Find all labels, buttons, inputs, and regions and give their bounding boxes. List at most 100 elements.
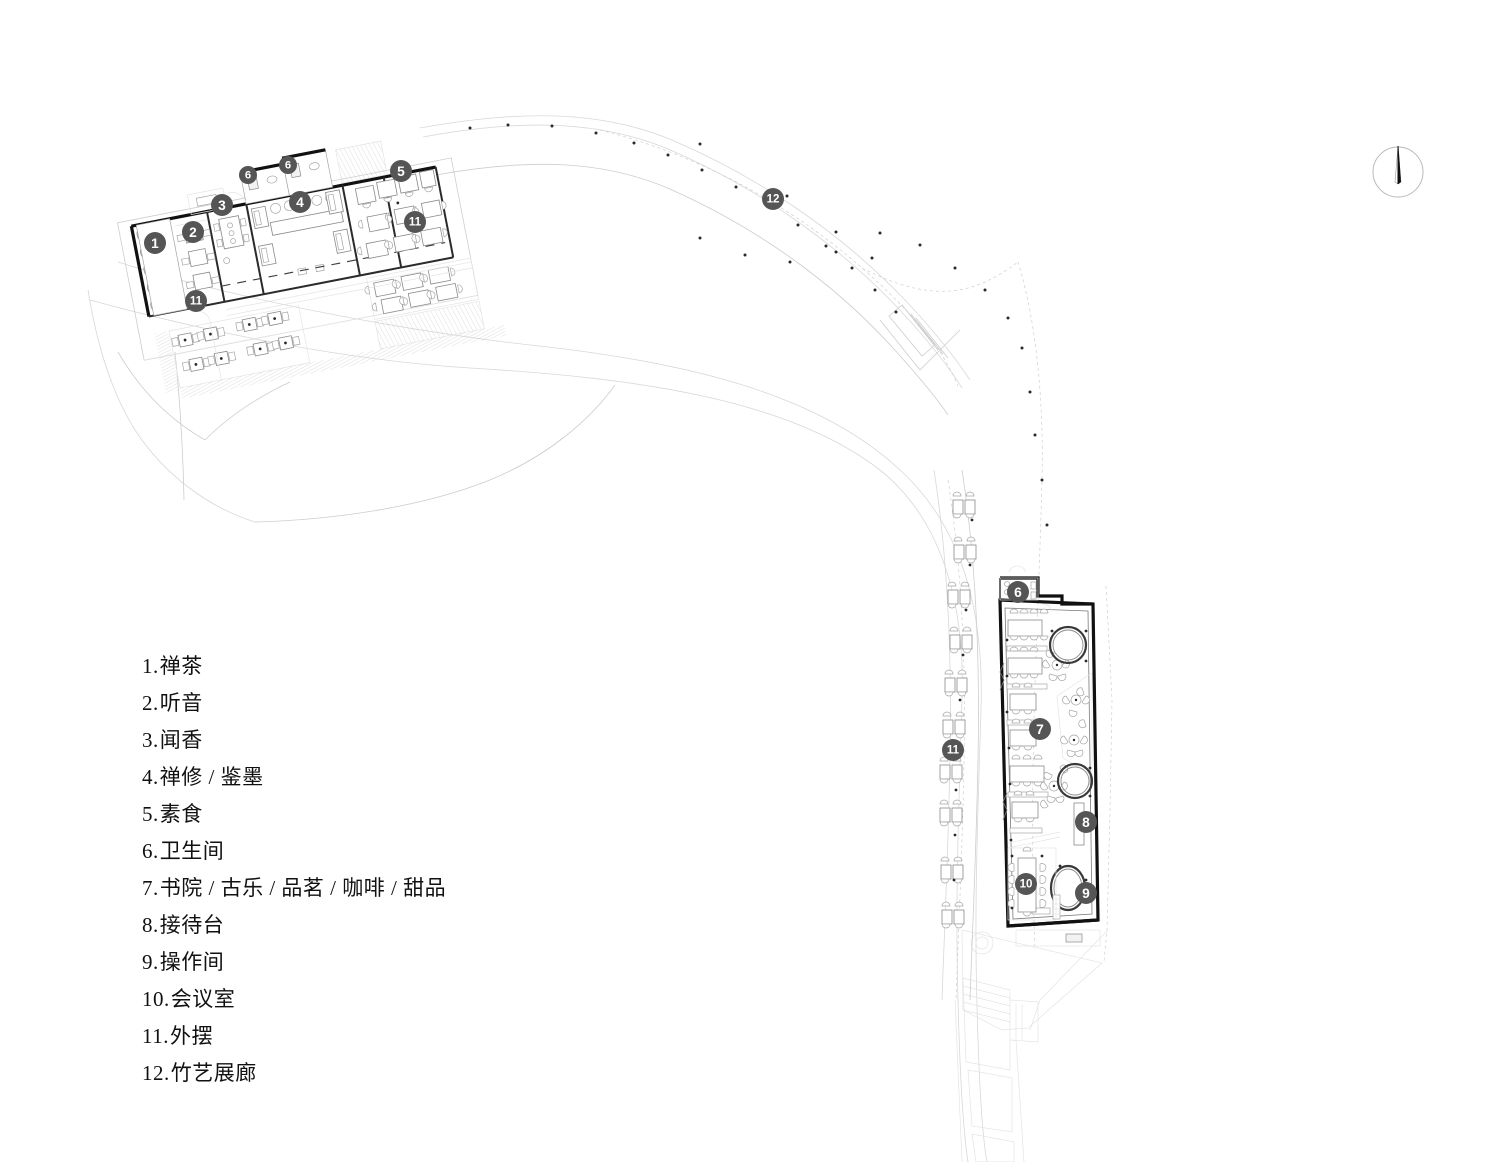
- room-marker-12: 12: [762, 188, 784, 210]
- legend-item-label: 书院 / 古乐 / 品茗 / 咖啡 / 甜品: [159, 876, 447, 900]
- legend-item-number: 8.: [142, 913, 159, 937]
- legend-item-label: 外摆: [169, 1024, 213, 1048]
- marker-disc: [144, 232, 166, 254]
- legend-item: 4.禅修 / 鉴墨: [142, 767, 562, 804]
- room-marker-11: 11: [942, 739, 964, 761]
- legend-item-label: 会议室: [170, 987, 236, 1011]
- room-marker-4: 4: [289, 191, 311, 213]
- room-10-meeting: [1007, 831, 1061, 921]
- marker-number: 6: [1014, 585, 1022, 600]
- room-marker-1: 1: [144, 232, 166, 254]
- marker-disc: [239, 166, 257, 184]
- legend-item-label: 接待台: [159, 913, 225, 937]
- legend-item-number: 7.: [142, 876, 159, 900]
- legend-item-number: 4.: [142, 765, 159, 789]
- room-marker-3: 3: [211, 194, 233, 216]
- marker-number: 11: [190, 296, 203, 308]
- legend-item-label: 闻香: [159, 728, 203, 752]
- marker-disc: [404, 211, 426, 233]
- south-stairs: [954, 929, 1103, 1162]
- legend-item: 7.书院 / 古乐 / 品茗 / 咖啡 / 甜品: [142, 878, 562, 915]
- room-marker-6: 6: [239, 166, 257, 184]
- room-5-vegetarian: [354, 169, 448, 259]
- legend-item: 5.素食: [142, 804, 562, 841]
- marker-disc: [1029, 718, 1051, 740]
- room-marker-2: 2: [182, 221, 204, 243]
- room-marker-6: 6: [279, 156, 297, 174]
- legend-item: 9.操作间: [142, 952, 562, 989]
- marker-number: 4: [296, 195, 304, 210]
- legend-item-number: 5.: [142, 802, 159, 826]
- legend-item: 3.闻香: [142, 730, 562, 767]
- round-skylight-north: [1048, 625, 1088, 665]
- north-arrow: [1366, 140, 1430, 204]
- marker-disc: [185, 290, 207, 312]
- marker-number: 11: [409, 217, 422, 229]
- legend-item-number: 1.: [142, 654, 159, 678]
- marker-disc: [942, 739, 964, 761]
- room-7-study-lounge: [1005, 608, 1094, 912]
- legend-item: 10.会议室: [142, 989, 562, 1026]
- marker-number: 12: [767, 194, 780, 206]
- marker-disc: [1075, 811, 1097, 833]
- marker-number: 6: [245, 170, 251, 182]
- marker-disc: [1075, 882, 1097, 904]
- marker-number: 8: [1082, 815, 1090, 830]
- room-marker-10: 10: [1015, 873, 1037, 895]
- room-marker-8: 8: [1075, 811, 1097, 833]
- legend-item-label: 操作间: [159, 950, 225, 974]
- legend-item: 11.外摆: [142, 1026, 562, 1063]
- legend-item-label: 听音: [159, 691, 203, 715]
- room-marker-5: 5: [390, 160, 412, 182]
- legend-item-number: 3.: [142, 728, 159, 752]
- terrace-11-east: [364, 257, 480, 320]
- marker-number: 2: [189, 225, 197, 240]
- marker-disc: [762, 188, 784, 210]
- marker-number: 3: [218, 198, 226, 213]
- legend-item-number: 2.: [142, 691, 159, 715]
- legend-item: 8.接待台: [142, 915, 562, 952]
- legend-item-label: 卫生间: [159, 839, 225, 863]
- room-1-zen-tea: [135, 218, 188, 316]
- legend-item-number: 6.: [142, 839, 159, 863]
- room-marker-11: 11: [404, 211, 426, 233]
- legend-item-label: 禅茶: [159, 654, 203, 678]
- room-marker-9: 9: [1075, 882, 1097, 904]
- room-marker-11: 11: [185, 290, 207, 312]
- room-marker-6: 6: [1007, 581, 1029, 603]
- legend-item-number: 10.: [142, 987, 170, 1011]
- room-3-incense: [213, 215, 250, 264]
- marker-number: 7: [1036, 722, 1044, 737]
- terrace-table-pairs: [939, 491, 977, 929]
- legend-item: 1.禅茶: [142, 656, 562, 693]
- marker-disc: [390, 160, 412, 182]
- marker-disc: [211, 194, 233, 216]
- marker-number: 11: [947, 745, 960, 757]
- marker-disc: [289, 191, 311, 213]
- north-pavilion: [116, 140, 507, 399]
- south-terrace-11: [933, 469, 979, 1001]
- marker-disc: [1015, 873, 1037, 895]
- terrace-11-southwest: [168, 305, 311, 389]
- marker-disc: [1007, 581, 1029, 603]
- marker-number: 9: [1082, 886, 1090, 901]
- legend-item: 2.听音: [142, 693, 562, 730]
- legend-item-number: 12.: [142, 1061, 170, 1085]
- gallery-ramp: [879, 304, 961, 371]
- room-marker-7: 7: [1029, 718, 1051, 740]
- marker-disc: [182, 221, 204, 243]
- legend-item-label: 素食: [159, 802, 203, 826]
- legend-item-number: 11.: [142, 1024, 169, 1048]
- legend-item: 6.卫生间: [142, 841, 562, 878]
- marker-disc: [279, 156, 297, 174]
- marker-number: 10: [1020, 879, 1033, 891]
- round-skylight-mid: [1056, 762, 1094, 800]
- marker-number: 1: [151, 236, 159, 251]
- legend-item: 12.竹艺展廊: [142, 1063, 562, 1100]
- marker-number: 5: [397, 164, 405, 179]
- legend-item-label: 竹艺展廊: [170, 1061, 257, 1085]
